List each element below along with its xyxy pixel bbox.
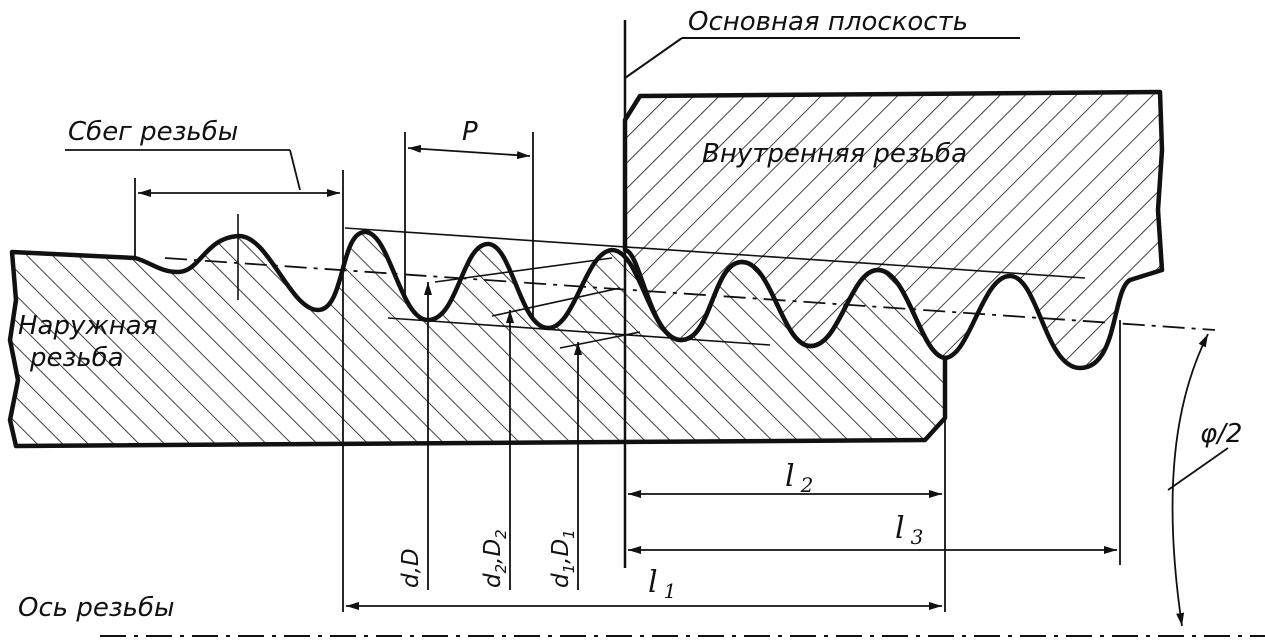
root-generator-line <box>387 317 771 346</box>
runout-label: Сбег резьбы <box>68 117 238 147</box>
crest-generator-line <box>344 227 1086 279</box>
pitch-label: P <box>462 117 478 147</box>
internal-thread-label: Внутренняя резьба <box>702 139 967 169</box>
thread-axis-label: Ось резьбы <box>18 593 175 623</box>
external-thread-label-1: Наружная <box>18 311 157 341</box>
half-angle-arc <box>1171 333 1209 627</box>
minor-leader <box>559 331 641 349</box>
pitch-dim <box>407 144 531 160</box>
svg-text:d2,D2: d2,D2 <box>480 529 510 588</box>
pitch-cone-line <box>164 257 1216 331</box>
base-plane-leader <box>624 37 683 79</box>
major-leader <box>434 257 613 283</box>
external-thread-label-2: резьба <box>29 343 124 373</box>
half-angle-leader <box>1167 447 1229 491</box>
major-diameter-label: d,D <box>398 548 424 588</box>
pitch-diameter-label: d2,D2 <box>480 529 510 588</box>
half-angle-label: φ/2 <box>1200 419 1242 449</box>
pitch-leader <box>491 287 621 317</box>
base-plane-label: Основная плоскость <box>688 7 968 37</box>
svg-text:d1,D1: d1,D1 <box>548 529 578 588</box>
runout-leader <box>289 149 301 191</box>
minor-diameter-label: d1,D1 <box>548 529 578 588</box>
svg-text:d,D: d,D <box>398 548 424 588</box>
internal-thread-body <box>622 89 1165 371</box>
